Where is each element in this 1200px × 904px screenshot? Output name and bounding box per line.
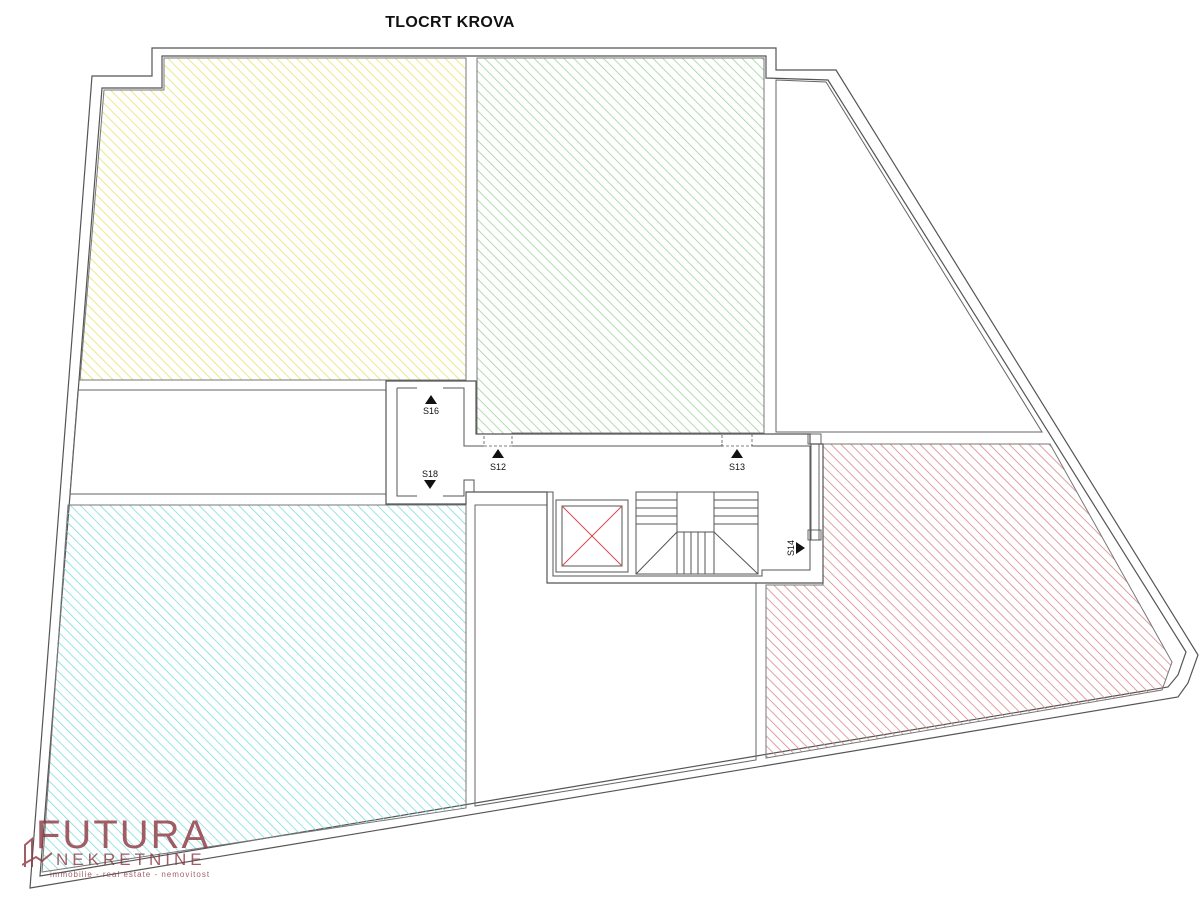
elevator-shaft (555, 499, 629, 573)
logo-sub: NEKRETNINE (56, 850, 206, 869)
marker-s12-icon (492, 449, 504, 458)
terrace-cyan (41, 504, 467, 873)
elevator-cross-b (561, 505, 623, 567)
outer-wall-outer (29, 47, 1199, 889)
marker-s16-icon (425, 395, 437, 404)
house-icon (22, 836, 52, 867)
marker-s16: S16 (423, 406, 439, 416)
staircase (635, 491, 759, 575)
marker-s14-icon (796, 542, 805, 554)
company-logo: FUTURA NEKRETNINE immobilie - real estat… (22, 815, 222, 885)
marker-s13-icon (731, 449, 743, 458)
door-s13 (721, 433, 753, 447)
marker-s12: S12 (490, 462, 506, 472)
logo-name: FUTURA (36, 813, 211, 857)
outer-wall-inner (39, 55, 1187, 877)
roof-area-west-strip (69, 389, 387, 495)
elevator-cabin (561, 505, 623, 567)
terrace-green (476, 57, 765, 443)
marker-s18-icon (424, 480, 436, 489)
window-east-cap (807, 433, 822, 445)
plan-title: TLOCRT KROVA (385, 14, 515, 31)
marker-s13: S13 (729, 462, 745, 472)
terrace-yellow (79, 57, 467, 381)
window-east-cap-lower (807, 529, 822, 541)
roof-area-east (775, 79, 1043, 433)
marker-s14: S14 (786, 540, 796, 556)
marker-s18: S18 (422, 469, 438, 479)
logo-tagline: immobilie - real estate - nemovitost (50, 870, 211, 879)
terrace-red (765, 443, 1173, 759)
